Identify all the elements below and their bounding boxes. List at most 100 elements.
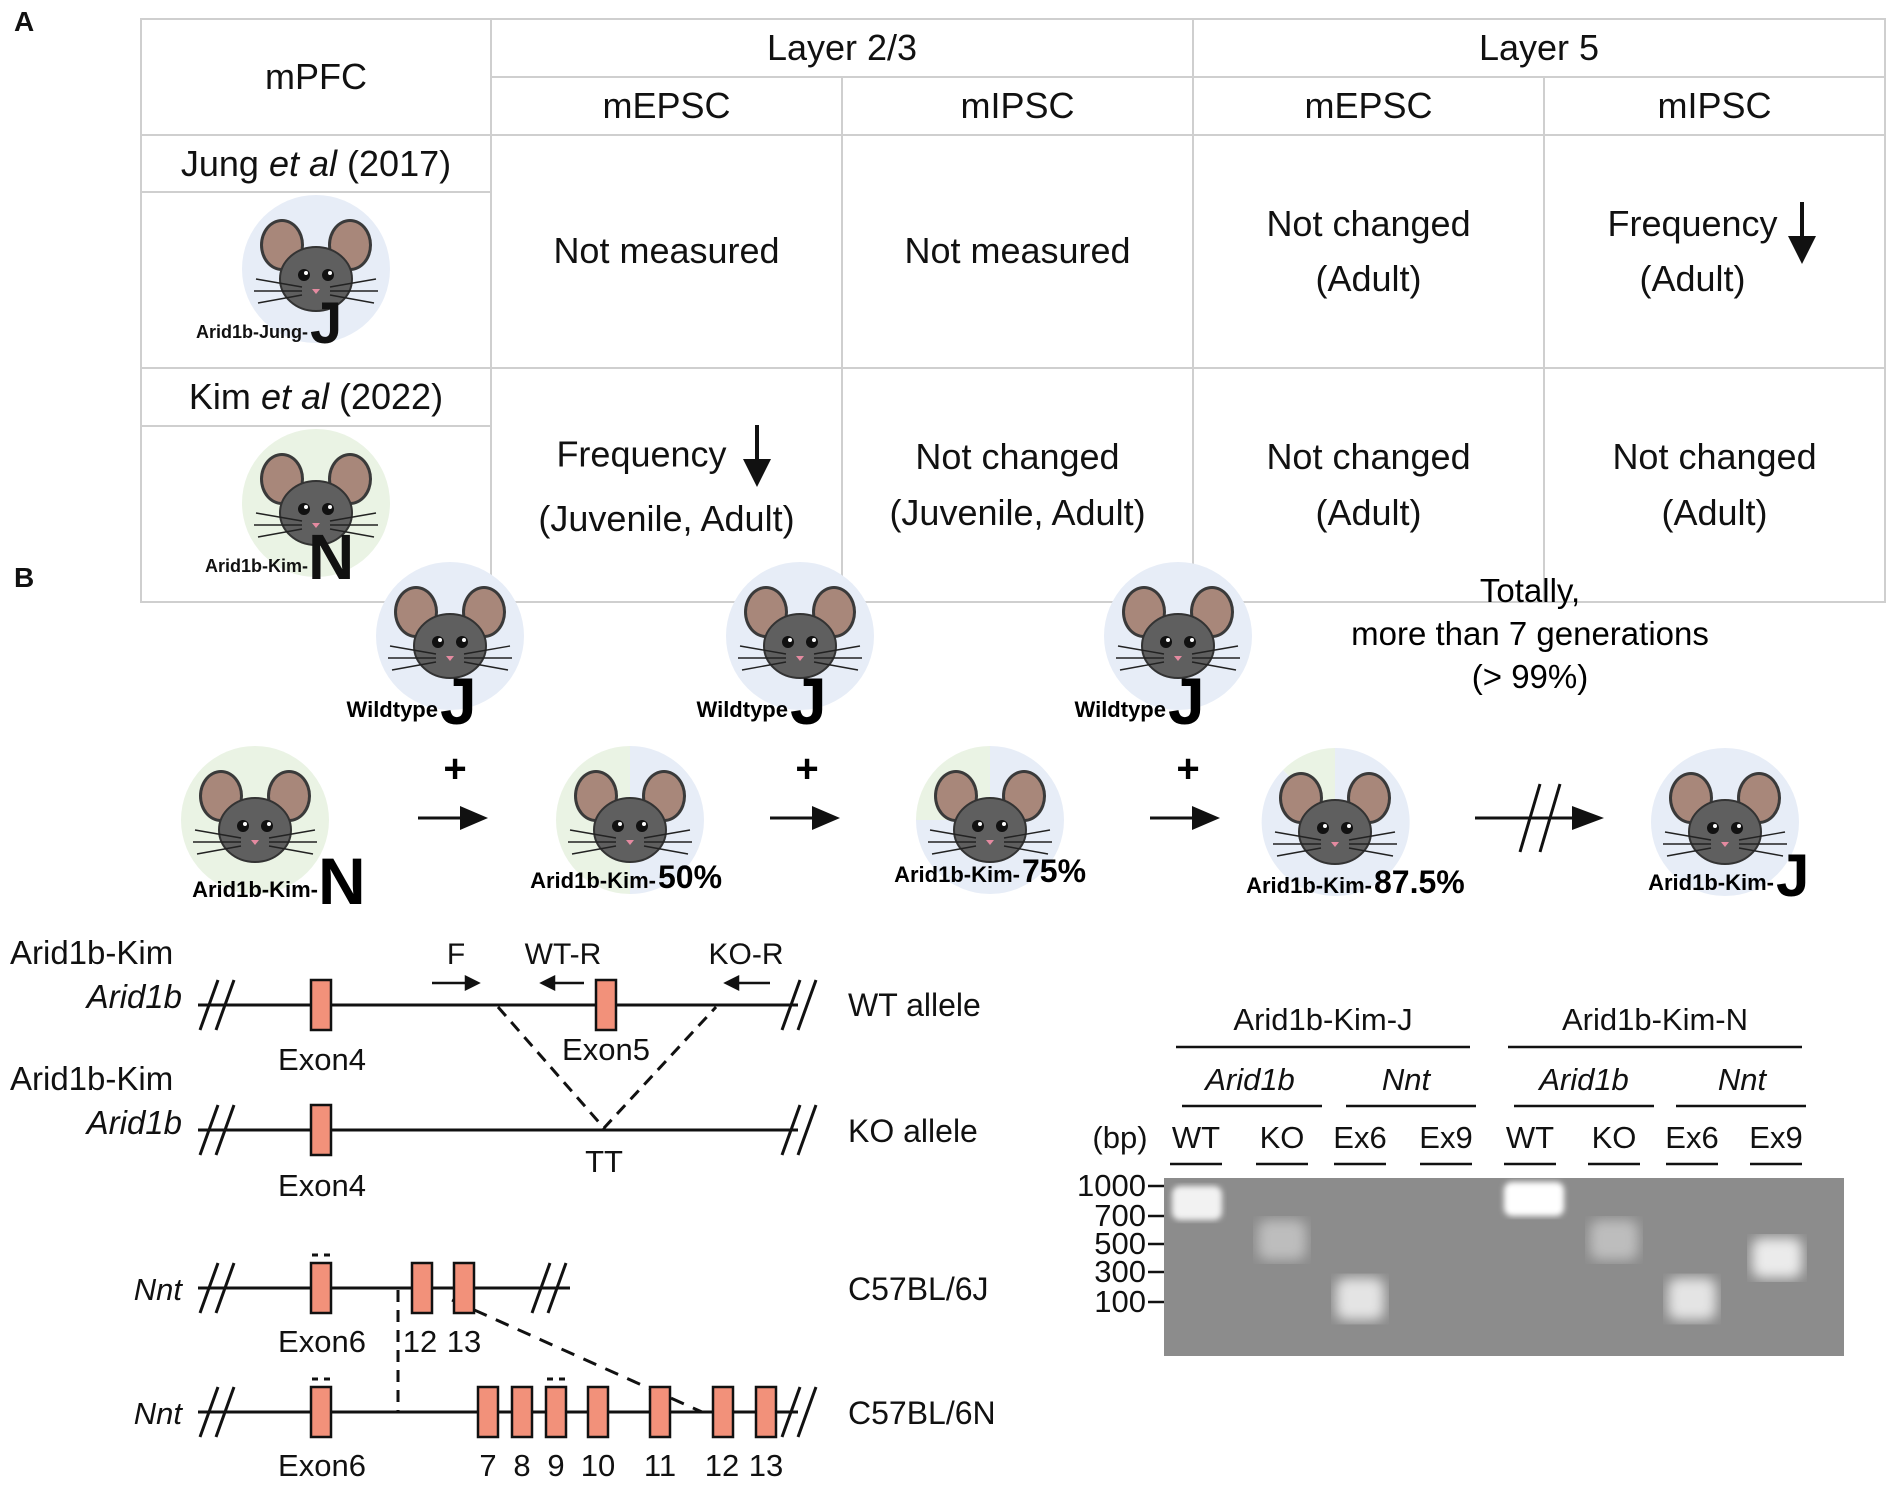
row2-mouse-image: Arid1b-Kim- N	[140, 424, 492, 603]
wildtype-letter-1: J	[440, 664, 477, 738]
kim-mouse-icon: Arid1b-Kim- N	[205, 428, 390, 593]
layer23-header: Layer 2/3	[489, 18, 1195, 78]
row2-l5-mepsc: Not changed(Adult)	[1192, 367, 1546, 603]
ko-allele-label: KO allele	[848, 1113, 978, 1149]
panel-b-figure: Wildtype J Wildtype J Wildtype J Totally…	[10, 562, 1844, 1483]
gel-gene2-label-1: Nnt	[1382, 1062, 1432, 1097]
electrophysiology-summary-table: mPFC Layer 2/3 Layer 5 mEPSC mIPSC mEPSC…	[140, 18, 1887, 603]
gel-ladder-label: 100	[1094, 1284, 1146, 1319]
exon4-ko-label: Exon4	[278, 1168, 366, 1203]
row1-l5-mipsc: Frequency(Adult)	[1543, 133, 1887, 370]
row2-l23-mipsc: Not changed(Juvenile, Adult)	[840, 367, 1195, 603]
nnt-j-exon12	[410, 1261, 434, 1315]
kim-j-letter: J	[1776, 842, 1809, 909]
gel-lane-label: Ex6	[1665, 1120, 1718, 1155]
l5-mepsc-header: mEPSC	[1192, 75, 1546, 136]
nnt-n-exon10	[586, 1385, 610, 1439]
gel-gene1-label-1: Arid1b	[1203, 1062, 1295, 1097]
primer-wt-r: WT-R	[525, 938, 602, 971]
panel-a-label: A	[14, 6, 35, 37]
nnt-n-ex9-label: 9	[547, 1448, 564, 1483]
gel-gene1-label-2: Arid1b	[1537, 1062, 1629, 1097]
row2-l23-mepsc: Frequency (Juvenile, Adult)	[490, 367, 843, 603]
layer5-header: Layer 5	[1192, 18, 1887, 78]
nnt-n-gene: Nnt	[134, 1396, 184, 1431]
totally-line-2: more than 7 generations	[1351, 615, 1709, 652]
corner-header: mPFC	[140, 18, 492, 136]
exon5-wt	[594, 978, 618, 1032]
nnt-n-exon6	[309, 1385, 333, 1439]
kim-75-mouse: Arid1b-Kim- 75%	[894, 746, 1086, 894]
band-kimn-wt	[1504, 1182, 1564, 1216]
totally-line-3: (> 99%)	[1472, 658, 1588, 695]
kim-j-mouse: Arid1b-Kim- J	[1648, 748, 1809, 909]
nnt-n-exon9	[544, 1385, 568, 1439]
down-arrow-icon	[742, 425, 771, 488]
gel-bp-label: (bp)	[1092, 1120, 1147, 1155]
row1-l23-mepsc: Not measured	[490, 133, 843, 370]
l5-mipsc-header: mIPSC	[1543, 75, 1887, 136]
row1-l23-mipsc: Not measured	[840, 133, 1195, 370]
wildtype-label-3: Wildtype	[1075, 697, 1166, 722]
kim-j-label: Arid1b-Kim-	[1648, 870, 1774, 895]
gel-lane-label: KO	[1260, 1120, 1305, 1155]
row2-mouse-label: Arid1b-Kim-	[205, 556, 308, 576]
nnt-n-exon6-label: Exon6	[278, 1448, 366, 1483]
totally-line-1: Totally,	[1480, 572, 1580, 609]
wildtype-label-1: Wildtype	[347, 697, 438, 722]
nnt-n-exon8	[510, 1385, 534, 1439]
down-arrow-icon	[1787, 201, 1816, 264]
arid1b-ko-gene: Arid1b	[85, 1104, 182, 1141]
kim-50-mouse: Arid1b-Kim- 50%	[530, 746, 722, 895]
nnt-n-ex10-label: 10	[581, 1448, 615, 1483]
row2-l5-mipsc: Not changed(Adult)	[1543, 367, 1887, 603]
row2-citation: Kim et al (2022)	[140, 367, 492, 427]
gel-ladder-label: 1000	[1077, 1168, 1146, 1203]
kim-50-label: Arid1b-Kim-	[530, 868, 656, 893]
band-kimj-wt	[1172, 1186, 1222, 1220]
gel-ladder-label: 700	[1094, 1198, 1146, 1233]
nnt-n-ex13-label: 13	[749, 1448, 783, 1483]
exon4-wt-label: Exon4	[278, 1042, 366, 1077]
kim-n-label: Arid1b-Kim-	[192, 877, 318, 902]
band-kimn-ex9	[1752, 1238, 1802, 1278]
kim-n-letter: N	[318, 844, 366, 918]
row1-l5-mepsc: Not changed(Adult)	[1192, 133, 1546, 370]
l23-mepsc-header: mEPSC	[490, 75, 843, 136]
c57bl6j-label: C57BL/6J	[848, 1271, 989, 1307]
wildtype-mouse-2: Wildtype J	[697, 562, 874, 738]
kim-n-mouse: Arid1b-Kim- N	[181, 746, 366, 918]
gel-group2-label: Arid1b-Kim-N	[1562, 1002, 1748, 1037]
gel-lane-label: Ex6	[1333, 1120, 1386, 1155]
plus-icon-1: +	[443, 747, 466, 791]
wildtype-letter-2: J	[790, 664, 827, 738]
gel-lane-label: Ex9	[1749, 1120, 1802, 1155]
nnt-n-exon12	[711, 1385, 735, 1439]
c57bl6n-label: C57BL/6N	[848, 1395, 996, 1431]
row1-mouse-label: Arid1b-Jung-	[196, 322, 308, 342]
gel-gene2-label-2: Nnt	[1718, 1062, 1768, 1097]
wt-allele-label: WT allele	[848, 987, 981, 1023]
kim-87-pct: 87.5%	[1374, 864, 1465, 900]
nnt-j-exon13	[452, 1261, 476, 1315]
row1-citation: Jung et al (2017)	[140, 133, 492, 194]
arid1b-kim-wt-title: Arid1b-Kim	[10, 934, 173, 971]
nnt-n-ex8-label: 8	[513, 1448, 530, 1483]
arid1b-kim-ko-title: Arid1b-Kim	[10, 1060, 173, 1097]
kim-87-mouse: Arid1b-Kim- 87.5%	[1246, 747, 1465, 900]
nnt-j-ex13-label: 13	[447, 1324, 481, 1359]
kim-75-label: Arid1b-Kim-	[894, 862, 1020, 887]
kim-87-label: Arid1b-Kim-	[1246, 873, 1372, 898]
gel-lane-label: KO	[1592, 1120, 1637, 1155]
gel-bands	[1172, 1182, 1802, 1320]
nnt-n-ex7-label: 7	[479, 1448, 496, 1483]
primer-ko-r: KO-R	[709, 938, 784, 971]
wildtype-label-2: Wildtype	[697, 697, 788, 722]
l23-mipsc-header: mIPSC	[840, 75, 1195, 136]
gel-lane-label: Ex9	[1419, 1120, 1472, 1155]
kim-75-pct: 75%	[1022, 853, 1086, 889]
plus-icon-3: +	[1176, 747, 1199, 791]
band-kimj-ko	[1258, 1220, 1306, 1260]
kim-50-pct: 50%	[658, 859, 722, 895]
nnt-n-ex11-label: 11	[644, 1448, 676, 1483]
